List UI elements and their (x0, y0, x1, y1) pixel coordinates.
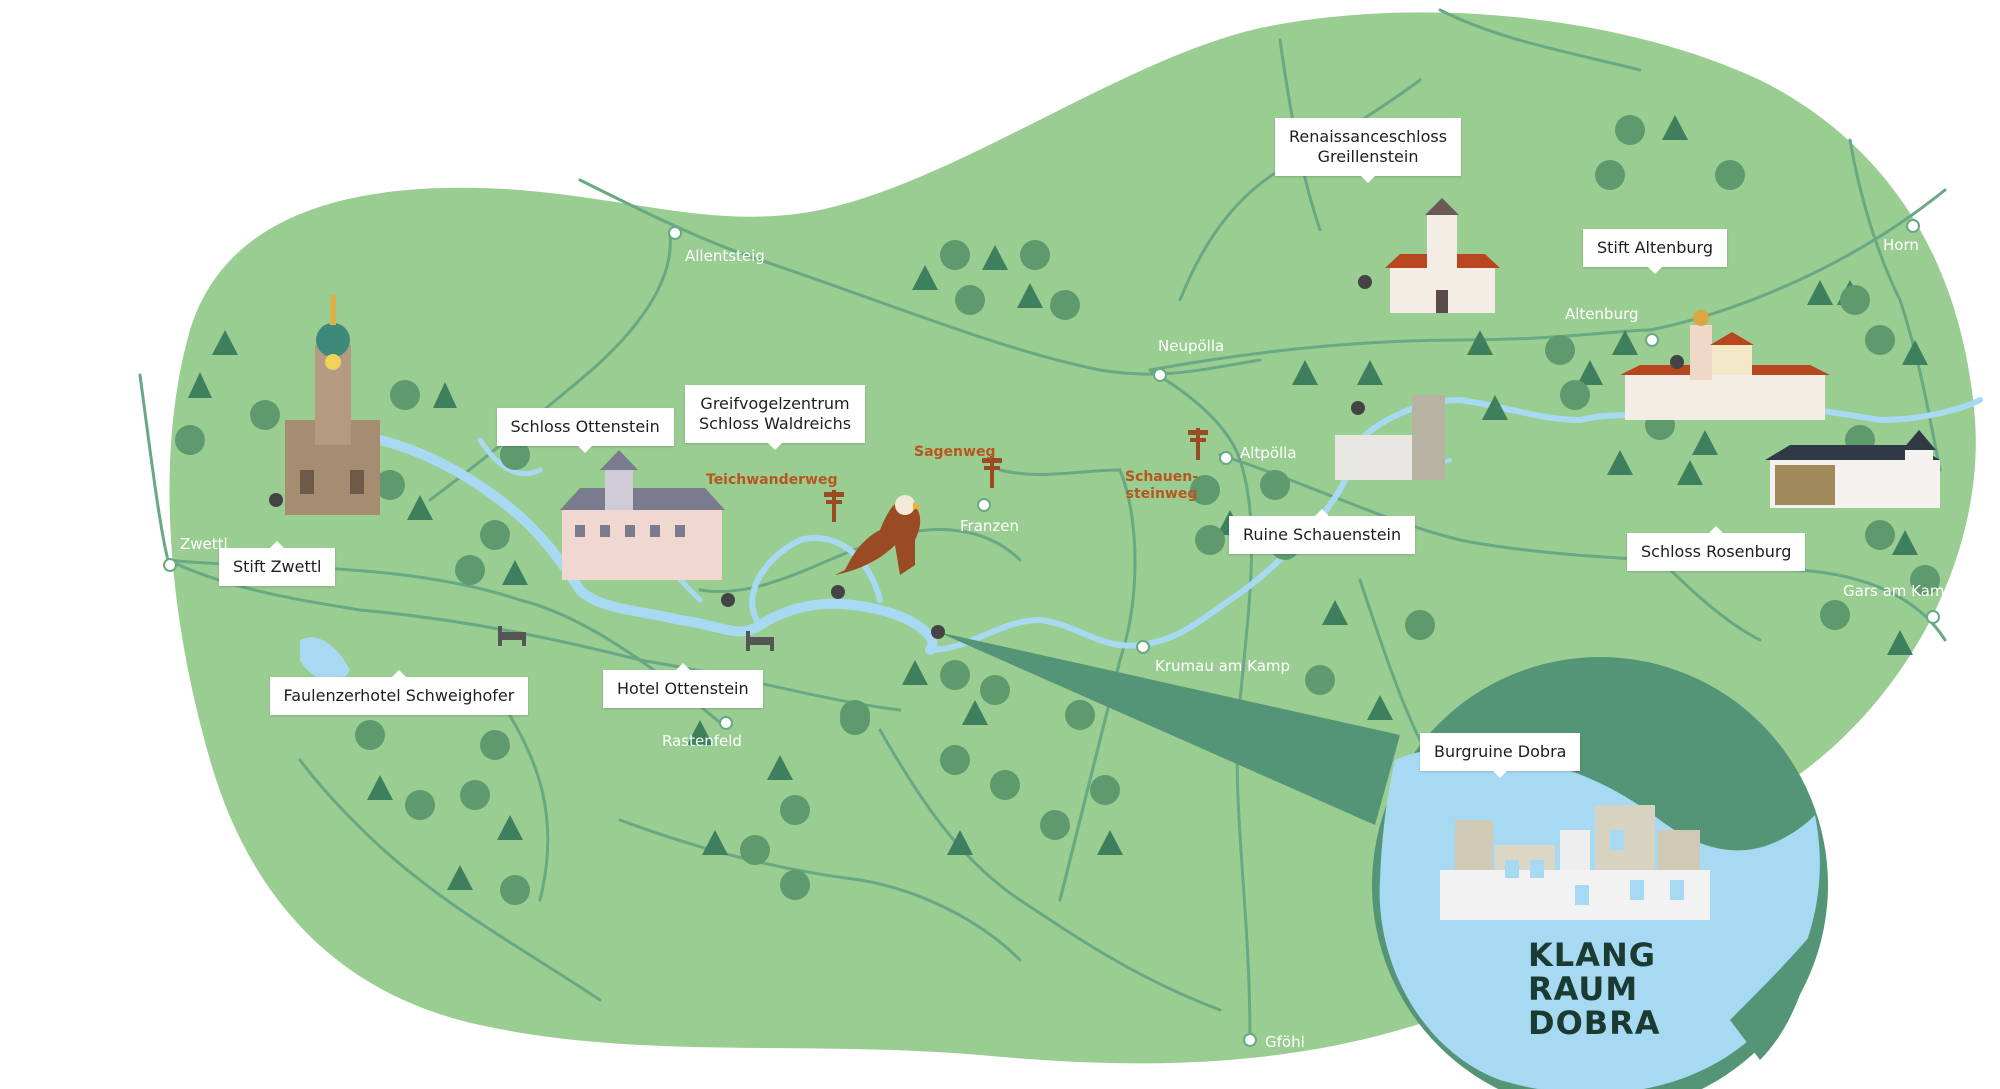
trail-teichwanderweg: Teichwanderweg (706, 472, 838, 488)
town-altenburg: Altenburg (1565, 305, 1639, 323)
town-gars: Gars am Kamp (1843, 582, 1955, 600)
label-burgruine-dobra[interactable]: Burgruine Dobra (1420, 733, 1581, 778)
lake (300, 637, 350, 681)
hotel-bed-icon (498, 626, 774, 651)
trail-schauensteinweg: Schauen- steinweg (1125, 469, 1199, 502)
trail-sagenweg: Sagenweg (914, 444, 996, 460)
zoom-wedge (938, 632, 1400, 825)
schloss-ottenstein-illustration (560, 450, 725, 580)
town-horn: Horn (1883, 236, 1919, 254)
town-altpoella: Altpölla (1240, 444, 1297, 462)
town-zwettl: Zwettl (180, 535, 228, 553)
label-schloss-ottenstein[interactable]: Schloss Ottenstein (496, 408, 674, 453)
town-allentsteig: Allentsteig (685, 247, 765, 265)
label-stift-altenburg[interactable]: Stift Altenburg (1583, 229, 1727, 274)
town-goehl: Gföhl (1265, 1033, 1305, 1051)
town-krumau: Krumau am Kamp (1155, 657, 1291, 675)
label-ruine-schauenstein[interactable]: Ruine Schauenstein (1229, 509, 1416, 554)
town-neupoella: Neupölla (1158, 337, 1225, 355)
town-rastenfeld: Rastenfeld (662, 732, 742, 750)
label-stift-zwettl[interactable]: Stift Zwettl (219, 541, 336, 586)
burgruine-dobra-illustration (1440, 805, 1710, 920)
schloss-rosenburg-illustration (1765, 430, 1940, 508)
eagle-icon (835, 495, 922, 575)
ruine-schauenstein-illustration (1335, 395, 1445, 480)
label-hotel-ottenstein[interactable]: Hotel Ottenstein (603, 663, 763, 708)
label-greifvogelzentrum[interactable]: Greifvogelzentrum Schloss Waldreichs (685, 385, 866, 450)
label-faulenzerhotel[interactable]: Faulenzerhotel Schweighofer (269, 670, 529, 715)
location-dot-icon (269, 275, 1684, 639)
stift-zwettl-illustration (285, 295, 380, 515)
label-greillenstein[interactable]: Renaissanceschloss Greillenstein (1275, 118, 1462, 183)
trail-signpost-icon (824, 428, 1208, 522)
greillenstein-illustration (1385, 198, 1500, 313)
trees (175, 115, 1940, 905)
stift-altenburg-illustration (1620, 310, 1830, 420)
label-schloss-rosenburg[interactable]: Schloss Rosenburg (1627, 526, 1806, 571)
town-dots (163, 219, 1940, 1047)
town-franzen: Franzen (960, 517, 1020, 535)
klangraum-dobra-logo: KLANG RAUM DOBRA (1528, 936, 1661, 1042)
